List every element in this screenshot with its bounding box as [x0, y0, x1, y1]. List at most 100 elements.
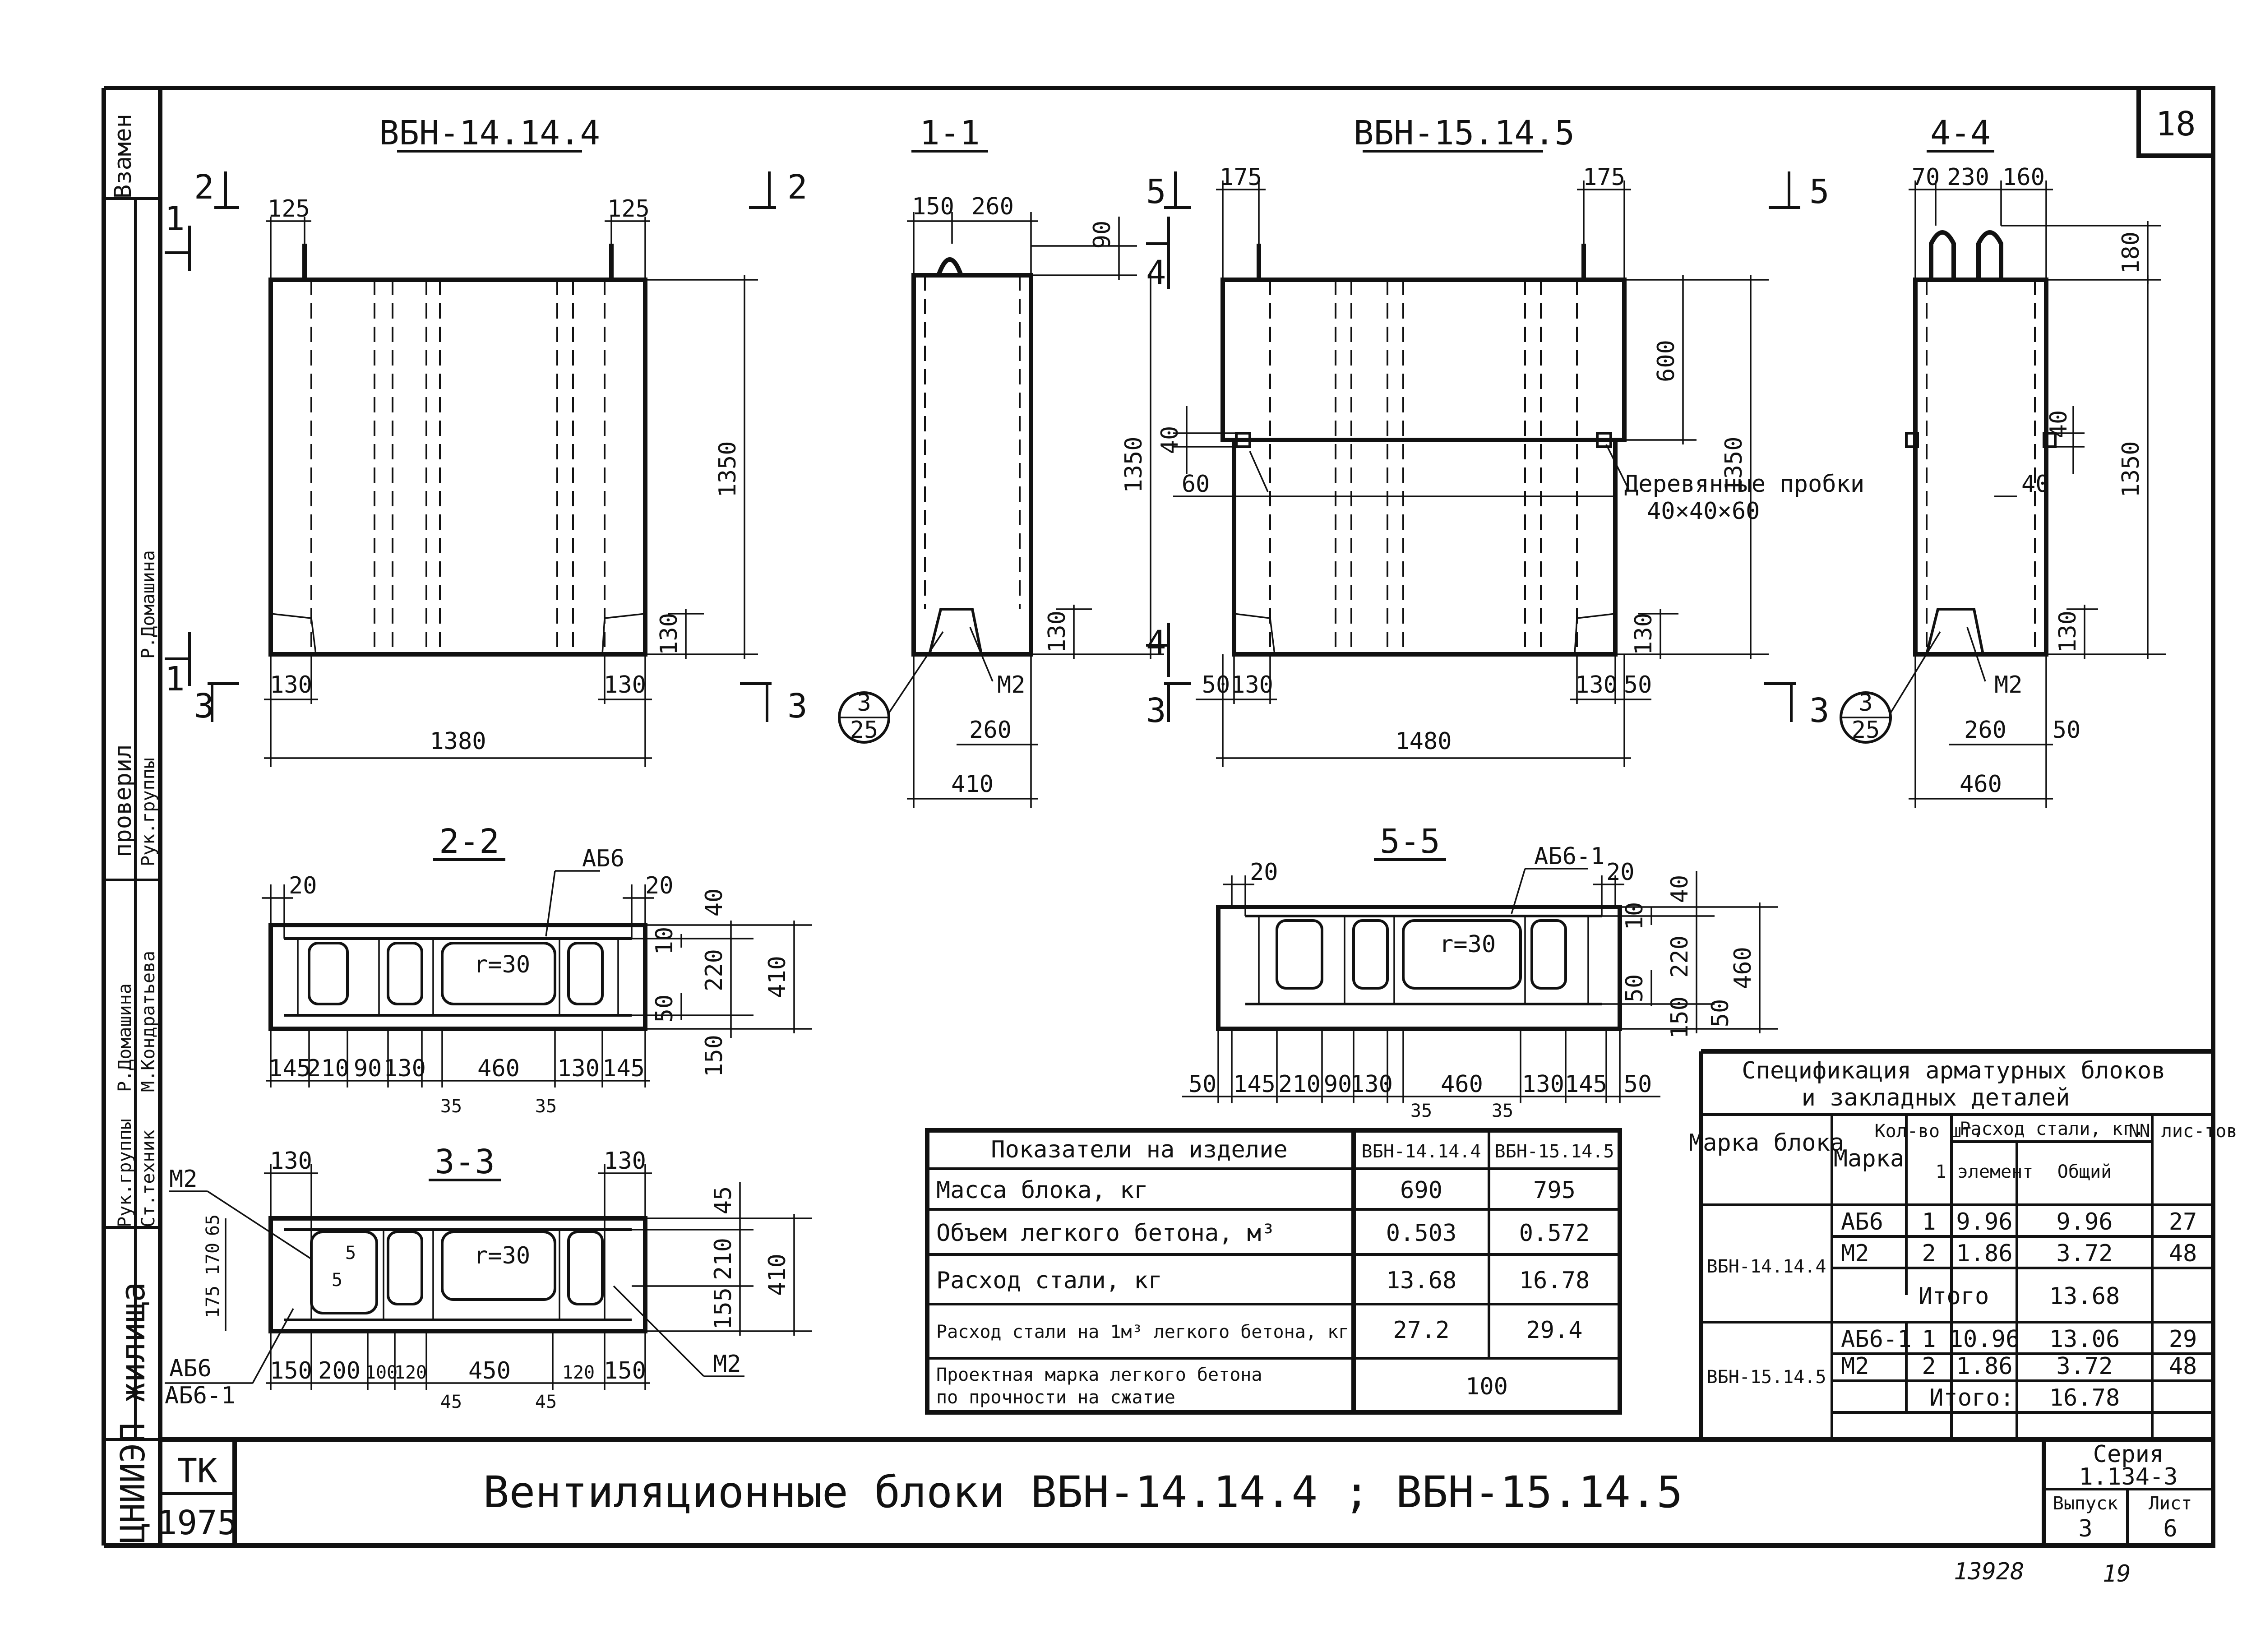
- view-title-vbn1: ВБН-14.14.4: [379, 114, 600, 153]
- ind-last-l1: Проектная марка легкого бетона: [936, 1365, 1262, 1385]
- section-2-2: 2-2 r=30 АБ6 20 20 40 220 150: [262, 822, 812, 1117]
- spec-g1-r0-tot: 13.06: [2049, 1326, 2120, 1353]
- spec-h-marka: Марка: [1834, 1145, 1905, 1172]
- dim-s33-b2-0: 45: [440, 1392, 462, 1412]
- cut-marks: 2 2 1 1 3 3 5 5 4 4 3 3: [165, 168, 1830, 730]
- label-probki-size: 40×40×60: [1647, 498, 1760, 525]
- spec-g1-r1-kol: 2: [1922, 1353, 1936, 1380]
- dim-s22-v6: 410: [764, 956, 791, 998]
- spec-g1-r0-el: 10.96: [1949, 1326, 2020, 1353]
- dim-s22-b-4: 460: [477, 1055, 520, 1082]
- dim-s44-h40: 40: [2021, 471, 2050, 498]
- vypusk: 3: [2078, 1515, 2092, 1542]
- dim-s22-b-5: 130: [557, 1055, 600, 1082]
- dim-s55-l: 20: [1250, 859, 1278, 886]
- cut-mark-2-right: 2: [787, 168, 808, 207]
- ind-row-0-v1: 690: [1400, 1177, 1442, 1204]
- label-s11-m2: М2: [997, 671, 1026, 699]
- dim-s33-v3: 175: [203, 1286, 223, 1318]
- cut-mark-3-mid-right: 3: [1809, 691, 1830, 730]
- spec-g0-r1-tot: 3.72: [2056, 1240, 2113, 1267]
- spec-g0-r0-nn: 27: [2169, 1208, 2197, 1236]
- ind-row-0-v2: 795: [1533, 1177, 1576, 1204]
- dim-s33-r1: 45: [710, 1186, 737, 1215]
- tk-label: ТК: [177, 1452, 217, 1490]
- spec-g1-itogo: 16.78: [2049, 1384, 2120, 1411]
- dim-s55-b-8: 50: [1624, 1071, 1652, 1098]
- dim-s55-r: 20: [1606, 859, 1635, 886]
- spec-g1-r0-kol: 1: [1922, 1326, 1936, 1353]
- label-st-tekhnik: Ст.техник: [138, 1129, 159, 1227]
- view-title-3-3: 3-3: [435, 1143, 495, 1181]
- spec-g1-block: ВБН-15.14.5: [1707, 1367, 1826, 1388]
- dim-s33-b-6: 150: [604, 1357, 646, 1384]
- dim-vbn2-top-l: 175: [1220, 164, 1262, 191]
- ind-header-0: Показатели на изделие: [991, 1136, 1287, 1163]
- dim-s33-v1: 65: [203, 1214, 223, 1236]
- spec-title-l2: и закладных деталей: [1802, 1084, 2070, 1111]
- dim-s55-v6: 50: [1707, 999, 1734, 1027]
- dim-s55-b-2: 210: [1278, 1071, 1321, 1098]
- label-s22-ab6: АБ6: [582, 845, 624, 872]
- dim-s44-h180: 180: [2117, 231, 2145, 274]
- spec-table: Спецификация арматурных блоков и закладн…: [1689, 1049, 2238, 1439]
- spec-g1-r1-nn: 48: [2169, 1353, 2197, 1380]
- label-probki: Деревянные пробки: [1624, 471, 1864, 498]
- seriya-label: Серия: [2093, 1441, 2164, 1468]
- ind-last-l2: по прочности на сжатие: [936, 1387, 1175, 1408]
- spec-g0-r0-marka: АБ6: [1841, 1208, 1883, 1236]
- dim-s44-w1: 260: [1964, 717, 2006, 744]
- view-vbn-14-14-4: ВБН-14.14.4 125 125 1350 130: [264, 114, 758, 767]
- label-ruk-gruppy-2: Рук.группы: [115, 1119, 135, 1227]
- dim-vbn1-h: 1350: [714, 441, 741, 497]
- ind-row-1-v2: 0.572: [1519, 1220, 1590, 1247]
- dim-vbn2-h1: 600: [1653, 340, 1680, 382]
- spec-h-nn: NN лис-тов: [2129, 1121, 2238, 1142]
- label-s44-m2: М2: [1994, 671, 2023, 699]
- view-title-5-5: 5-5: [1380, 822, 1440, 861]
- dim-s22-v1: 40: [701, 888, 728, 917]
- spec-h-raskhod: Расход стали, кг.: [1960, 1119, 2144, 1139]
- label-domashina-1: Р.Домашина: [138, 550, 159, 659]
- dim-s55-v3: 220: [1666, 935, 1693, 978]
- ind-last-val: 100: [1465, 1373, 1508, 1400]
- vypusk-label: Выпуск: [2053, 1493, 2118, 1514]
- dim-s55-v7: 460: [1729, 947, 1757, 989]
- ind-row-2-v1: 13.68: [1386, 1267, 1457, 1294]
- section-5-5: 5-5 r=30 АБ6-1 20 20 40 220 150 1: [1182, 822, 1778, 1121]
- dim-s11-h: 1350: [1120, 436, 1147, 493]
- spec-g0-itogo: 13.68: [2049, 1283, 2120, 1310]
- label-ruk-gruppy-1: Рук.группы: [138, 758, 159, 866]
- ind-header-1: ВБН-14.14.4: [1362, 1141, 1481, 1162]
- ind-row-3-label: Расход стали на 1м³ легкого бетона, кг: [936, 1322, 1349, 1342]
- dim-s22-v5: 150: [701, 1035, 728, 1077]
- spec-h-obshchiy: Общий: [2057, 1161, 2112, 1182]
- dim-s22-r: 20: [645, 872, 674, 899]
- view-title-4-4: 4-4: [1930, 114, 1991, 153]
- list-number: 6: [2163, 1515, 2177, 1542]
- dim-s55-v5: 150: [1666, 996, 1693, 1039]
- dim-vbn1-b-l: 130: [270, 671, 312, 699]
- label-s22-r30: r=30: [474, 951, 530, 978]
- seriya: 1.134-3: [2079, 1463, 2177, 1490]
- label-s55-r30: r=30: [1439, 931, 1496, 958]
- dim-s55-b-5: 460: [1441, 1071, 1483, 1098]
- dim-s33-v2: 170: [203, 1243, 223, 1275]
- dim-s33-b-4: 450: [468, 1357, 511, 1384]
- indicators-table: Показатели на изделие ВБН-14.14.4 ВБН-15…: [925, 1128, 1622, 1415]
- label-proveril: проверил: [110, 745, 137, 857]
- spec-g0-r1-nn: 48: [2169, 1240, 2197, 1267]
- dim-s22-b-6: 145: [602, 1055, 645, 1082]
- dim-s44-w2: 460: [1960, 771, 2002, 798]
- cut-mark-1-top: 1: [165, 199, 185, 238]
- dim-s22-b-1: 210: [307, 1055, 349, 1082]
- section-1-1: 1-1 150 260 90 1350 130 260 410 3 25: [838, 114, 1164, 808]
- label-domashina-2: Р.Домашина: [115, 983, 135, 1092]
- ref-s44-num: 3: [1858, 689, 1872, 717]
- dim-vbn2-h: 1350: [1720, 436, 1747, 493]
- spec-g1-r1-el: 1.86: [1956, 1353, 2012, 1380]
- spec-g0-r1-kol: 2: [1922, 1240, 1936, 1267]
- ind-row-2-v2: 16.78: [1519, 1267, 1590, 1294]
- spec-g0-r1-el: 1.86: [1956, 1240, 2012, 1267]
